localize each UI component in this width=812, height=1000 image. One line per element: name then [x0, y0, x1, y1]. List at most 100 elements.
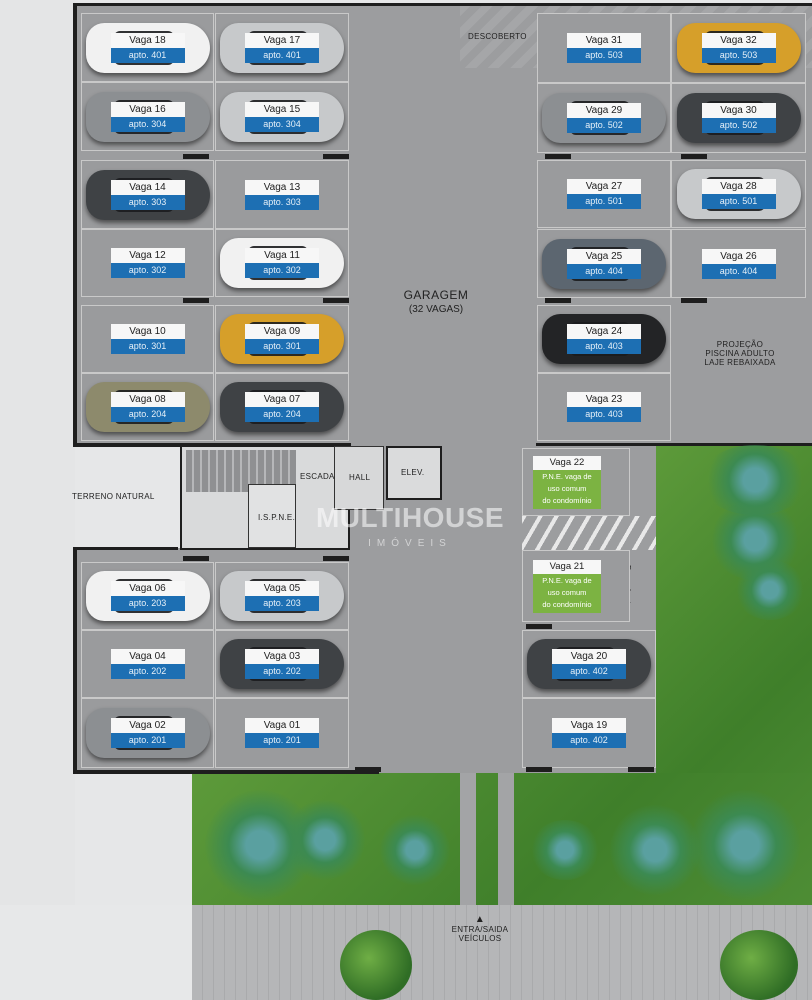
- spot-number: Vaga 19: [552, 718, 626, 733]
- spot-apartment: apto. 201: [110, 733, 185, 748]
- spot-number: Vaga 05: [245, 581, 319, 596]
- garage-subtitle: (32 VAGAS): [408, 304, 464, 315]
- accessible-note-line: P.N.E. vaga de: [542, 576, 592, 585]
- wall-stub: [628, 767, 654, 772]
- spot-number: Vaga 27: [567, 179, 641, 194]
- uncovered-label: DESCOBERTO: [468, 32, 527, 41]
- palm-icon: [285, 800, 365, 880]
- spot-number: Vaga 13: [245, 179, 319, 195]
- wc-room: [248, 484, 296, 548]
- accessible-note-line: do condomínio: [542, 600, 592, 609]
- spot-number: Vaga 28: [701, 179, 776, 194]
- spot-apartment: apto. 503: [567, 48, 641, 63]
- wall-bottom-ledge: [73, 547, 178, 550]
- curb-left: [0, 905, 192, 1000]
- wall-stub: [323, 154, 349, 159]
- garage-title: GARAGEM: [403, 288, 469, 302]
- spot-number: Vaga 10: [110, 324, 185, 339]
- pool-projection-line: PISCINA ADULTO: [705, 349, 775, 358]
- spot-number: Vaga 15: [245, 101, 319, 117]
- spot-number: Vaga 01: [245, 718, 319, 733]
- spot-apartment: apto. 201: [245, 733, 319, 748]
- spot-apartment: apto. 304: [110, 116, 185, 132]
- watermark-logo: MULTIHOUSE: [315, 502, 505, 533]
- spot-number: Vaga 06: [110, 581, 185, 596]
- spot-apartment: apto. 204: [245, 407, 319, 422]
- spot-apartment: apto. 404: [701, 263, 776, 279]
- tree-icon: [340, 930, 412, 1000]
- spot-number: Vaga 25: [567, 248, 641, 264]
- spot-apartment: apto. 501: [567, 194, 641, 209]
- spot-number: Vaga 29: [567, 103, 641, 118]
- spot-number: Vaga 08: [110, 392, 185, 407]
- spot-number: Vaga 30: [701, 103, 776, 118]
- spot-apartment: apto. 203: [245, 596, 319, 611]
- spot-apartment: apto. 402: [552, 664, 626, 679]
- spot-number: Vaga 11: [245, 248, 319, 263]
- spot-apartment: apto. 403: [567, 407, 641, 422]
- spot-apartment: apto. 202: [110, 664, 185, 679]
- elevator-label: ELEV.: [401, 468, 425, 477]
- watermark-sub: IMÓVEIS: [368, 538, 452, 549]
- wall-stub: [681, 154, 707, 159]
- wall-top: [73, 3, 812, 6]
- palm-icon: [690, 790, 800, 900]
- spot-number: Vaga 18: [110, 32, 185, 48]
- palm-icon: [530, 820, 600, 880]
- accessible-note-line: uso comum: [547, 484, 587, 493]
- spot-number: Vaga 17: [245, 32, 319, 48]
- natural-terrain-label: TERRENO NATURAL: [72, 492, 155, 501]
- entrance-arrow-icon: ▲: [474, 914, 486, 925]
- spot-number: Vaga 03: [245, 649, 319, 664]
- wall-bottom-left: [73, 770, 379, 774]
- spot-number: Vaga 07: [245, 392, 319, 407]
- spot-apartment: apto. 304: [245, 116, 319, 132]
- spot-number: Vaga 21: [533, 560, 601, 574]
- pool-projection-line: LAJE REBAIXADA: [704, 358, 776, 367]
- spot-number: Vaga 24: [567, 324, 641, 339]
- spot-apartment: apto. 501: [701, 194, 776, 209]
- spot-number: Vaga 32: [701, 33, 776, 48]
- wall-stub: [681, 298, 707, 303]
- spot-number: Vaga 26: [701, 248, 776, 264]
- wall-stub: [323, 298, 349, 303]
- wall-stub: [183, 556, 209, 561]
- wall-stub: [183, 154, 209, 159]
- spot-apartment: apto. 303: [110, 194, 185, 210]
- spot-number: Vaga 22: [533, 456, 601, 470]
- spot-number: Vaga 02: [110, 718, 185, 733]
- wall-stub: [526, 767, 552, 772]
- hall-room: [334, 446, 384, 510]
- spot-apartment: apto. 301: [110, 339, 185, 354]
- accessible-aisle-hatch: [522, 516, 656, 550]
- vehicle-entrance-label: ▲ ENTRA/SAIDA VEÍCULOS: [420, 914, 540, 943]
- spot-number: Vaga 12: [110, 248, 185, 263]
- accessible-note-line: P.N.E. vaga de: [542, 472, 592, 481]
- spot-number: Vaga 20: [552, 649, 626, 664]
- spot-apartment: apto. 302: [110, 263, 185, 278]
- palm-icon: [380, 815, 450, 885]
